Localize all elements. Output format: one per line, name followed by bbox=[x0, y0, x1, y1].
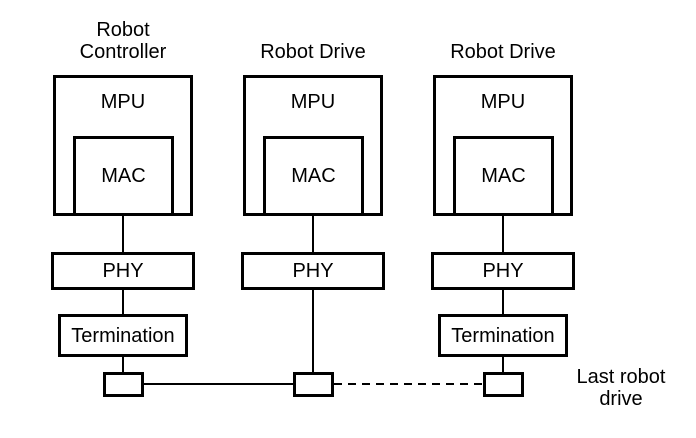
last-robot-drive-label-line-2: drive bbox=[599, 388, 643, 410]
column-2-mpu-label: MPU bbox=[290, 91, 336, 113]
column-2-title: Robot Drive bbox=[243, 41, 383, 63]
column-3-termination-node-connector-line bbox=[502, 357, 504, 372]
column-2-node-box bbox=[293, 372, 334, 397]
column-1-termination-node-connector-line bbox=[122, 357, 124, 372]
column-2-mac-box: MAC bbox=[263, 136, 364, 216]
column-1-title-line-2: Controller bbox=[79, 41, 167, 63]
column-2-phy-box: PHY bbox=[241, 252, 385, 290]
column-3-title-line-1: Robot Drive bbox=[450, 41, 556, 63]
bus-line-solid bbox=[144, 383, 293, 385]
column-2-mac-label: MAC bbox=[291, 165, 336, 187]
column-3-mac-label: MAC bbox=[481, 165, 526, 187]
column-3-phy-termination-connector-line bbox=[502, 290, 504, 314]
column-1-termination-label: Termination bbox=[71, 324, 175, 347]
column-1-phy-box: PHY bbox=[51, 252, 195, 290]
column-1-phy-label: PHY bbox=[102, 260, 144, 282]
column-1-termination-box: Termination bbox=[58, 314, 188, 357]
column-1-phy-termination-connector-line bbox=[122, 290, 124, 314]
column-3-mpu-label: MPU bbox=[480, 91, 526, 113]
column-3-mac-box: MAC bbox=[453, 136, 554, 216]
column-1-title: Robot Controller bbox=[53, 19, 193, 63]
column-2-phy-node-connector-line bbox=[312, 290, 314, 372]
column-2-mac-phy-connector-line bbox=[312, 216, 314, 252]
column-1-node-box bbox=[103, 372, 144, 397]
column-3-phy-label: PHY bbox=[482, 260, 524, 282]
last-robot-drive-label-line-1: Last robot bbox=[576, 366, 666, 388]
column-3-title: Robot Drive bbox=[433, 41, 573, 63]
last-robot-drive-label: Last robot drive bbox=[561, 366, 681, 410]
column-1-mac-box: MAC bbox=[73, 136, 174, 216]
column-2-phy-label: PHY bbox=[292, 260, 334, 282]
column-1-mac-phy-connector-line bbox=[122, 216, 124, 252]
column-2-title-line-1: Robot Drive bbox=[260, 41, 366, 63]
column-1-title-line-1: Robot bbox=[96, 19, 150, 41]
column-1-mac-label: MAC bbox=[101, 165, 146, 187]
column-3-termination-label: Termination bbox=[451, 324, 555, 347]
column-3-termination-box: Termination bbox=[438, 314, 568, 357]
column-3-node-box bbox=[483, 372, 524, 397]
column-1-mpu-label: MPU bbox=[100, 91, 146, 113]
bus-line-dashed bbox=[334, 383, 483, 385]
column-3-phy-box: PHY bbox=[431, 252, 575, 290]
column-3-mac-phy-connector-line bbox=[502, 216, 504, 252]
